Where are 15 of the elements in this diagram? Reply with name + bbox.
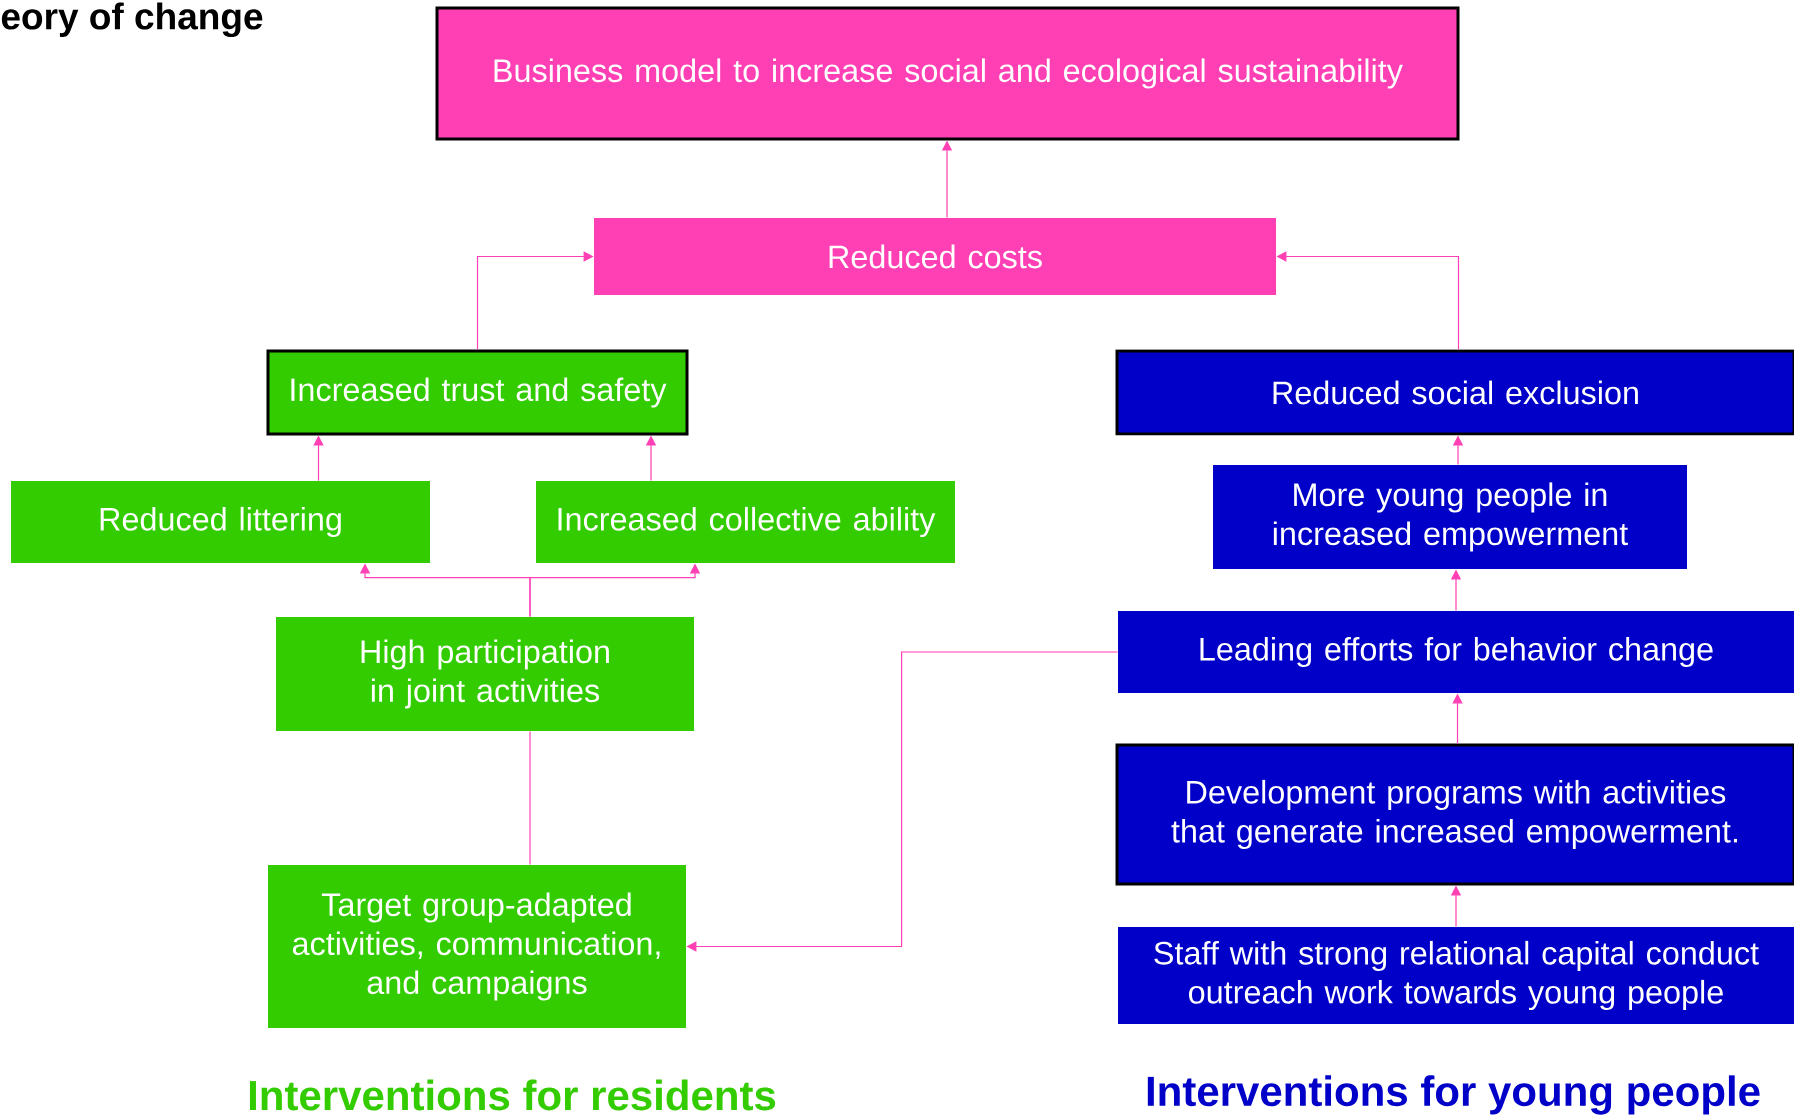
- process-box: More young people in increased empowerment: [1213, 465, 1687, 569]
- outcome-box: Business model to increase social and ecological sustainability: [435, 6, 1460, 141]
- process-box: Development programs with activities that generate increased empowerment.: [1115, 743, 1794, 886]
- section-label: Interventions for young people: [1147, 1075, 1760, 1115]
- outcome-box: Reduced costs: [594, 218, 1276, 295]
- process-box: Staff with strong relational capital conduct outreach work towards young people: [1118, 927, 1794, 1024]
- process-box: Target group-adapted activities, communication, and campaigns: [268, 865, 686, 1028]
- process-box: High participation in joint activities: [276, 617, 694, 731]
- title: eory of change: [1, 2, 263, 38]
- process-box: Increased collective ability: [536, 481, 955, 563]
- section-label: Interventions for residents: [249, 1079, 776, 1111]
- outcome-box: Reduced social exclusion: [1115, 349, 1794, 436]
- outcome-box: Increased trust and safety: [266, 349, 689, 436]
- process-box: Reduced littering: [11, 481, 430, 563]
- process-box: Leading efforts for behavior change: [1118, 611, 1794, 693]
